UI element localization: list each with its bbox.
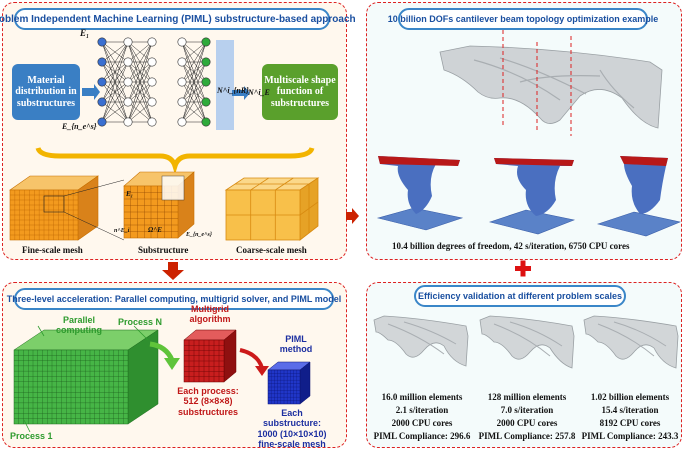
efficiency-title: Efficiency validation at different probl… [414, 285, 626, 307]
nn-node [123, 37, 133, 47]
case-2-cores: 2000 CPU cores [496, 418, 558, 429]
input-top-label: E₁ [80, 28, 90, 38]
cross-section-3 [596, 156, 682, 237]
arrow-icon [164, 358, 180, 370]
process-1-label: Process 1 [10, 431, 53, 441]
nn-node [97, 57, 107, 67]
nn-node [97, 37, 107, 47]
case-2-elements: 128 million elements [487, 392, 567, 402]
beam-render-medium [479, 315, 575, 369]
beam-render-large [583, 315, 679, 369]
acceleration-title: Three-level acceleration: Parallel compu… [7, 288, 341, 310]
case-3-elements: 1.02 billion elements [590, 392, 670, 402]
cross-section-2 [488, 158, 576, 235]
multigrid-label: Multigrid algorithm [189, 304, 231, 325]
output-ne-label: N^i_E [248, 88, 270, 97]
nn-node [123, 57, 133, 67]
sub-e1-label: E₁ [126, 190, 134, 198]
nn-node [147, 117, 157, 127]
nn-node [97, 97, 107, 107]
cantilever-beam-render [439, 45, 663, 129]
sub-ni-label: n^E_i [114, 228, 130, 234]
fine-mesh-label: Fine-scale mesh [22, 245, 83, 255]
nn-node [201, 77, 211, 87]
material-distribution-box: Material distribution in substructures [12, 64, 80, 120]
nn-node [201, 117, 211, 127]
sub-ens-label: E_{n_e^s} [186, 232, 212, 238]
curved-arrow-icon [149, 341, 175, 362]
substructure-cube [123, 171, 195, 239]
case-1-stats: 16.0 million elements 2.1 s/iteration 20… [372, 391, 472, 443]
nn-node [97, 77, 107, 87]
nn-node [201, 37, 211, 47]
case-2-stats: 128 million elements 7.0 s/iteration 200… [477, 391, 577, 443]
nn-node [177, 117, 187, 127]
nn-node [177, 57, 187, 67]
output-band [216, 40, 234, 130]
piml-method-label: PIML method [279, 334, 313, 355]
nn-node [147, 77, 157, 87]
nn-node [147, 97, 157, 107]
nn-node [177, 37, 187, 47]
each-process-label: Each process: 512 (8×8×8) substructures [177, 386, 239, 417]
nn-node [123, 117, 133, 127]
process-n-label: Process N [118, 317, 163, 327]
parallel-grid [13, 329, 159, 425]
shape-function-box: Multiscale shape function of substructur… [262, 64, 338, 120]
nn-node [201, 57, 211, 67]
multigrid-cube [183, 329, 237, 383]
arrow-icon [255, 366, 269, 376]
nn-node [177, 77, 187, 87]
coarse-mesh-label: Coarse-scale mesh [236, 245, 307, 255]
fine-mesh-cube [9, 175, 99, 241]
cross-section-1 [376, 156, 464, 231]
beam-caption: 10.4 billion degrees of freedom, 42 s/it… [392, 241, 630, 251]
nn-node [123, 77, 133, 87]
case-1-time: 2.1 s/iteration [395, 405, 449, 416]
brace-icon [35, 147, 315, 175]
curved-arrow-icon [239, 348, 264, 369]
nn-node [147, 57, 157, 67]
case-2-compliance: PIML Compliance: 257.8 [478, 431, 576, 442]
piml-cube [267, 361, 311, 405]
right-arrow-icon [346, 208, 359, 224]
beam-title: 10 billion DOFs cantilever beam topology… [388, 8, 658, 30]
arrow-icon [232, 86, 250, 100]
nn-node [201, 97, 211, 107]
case-2-time: 7.0 s/iteration [500, 405, 554, 416]
efficiency-panel [366, 282, 682, 448]
nn-node [97, 117, 107, 127]
substructure-label: Substructure [138, 245, 189, 255]
case-3-cores: 8192 CPU cores [599, 418, 661, 429]
parallel-computing-label: Parallel computing [56, 315, 102, 335]
output-n-label: N^i_{nR} [217, 86, 249, 95]
down-arrow-icon [162, 262, 184, 280]
case-1-cores: 2000 CPU cores [391, 418, 453, 429]
input-bottom-label: E_{n_e^s} [62, 122, 97, 131]
nn-node [177, 97, 187, 107]
arrow-icon [82, 84, 100, 100]
case-3-stats: 1.02 billion elements 15.4 s/iteration 8… [580, 391, 680, 443]
nn-node [147, 37, 157, 47]
beam-render-small [373, 315, 469, 367]
sub-omega-label: Ω^E [148, 226, 162, 234]
nn-node [123, 97, 133, 107]
coarse-mesh-cube [224, 177, 320, 241]
case-3-compliance: PIML Compliance: 243.3 [581, 431, 679, 442]
piml-title: Problem Independent Machine Learning (PI… [0, 8, 356, 30]
case-3-time: 15.4 s/iteration [601, 405, 659, 416]
each-substructure-label: Each substructure: 1000 (10×10×10) fine-… [257, 408, 327, 450]
case-1-compliance: PIML Compliance: 296.6 [373, 431, 471, 442]
case-1-elements: 16.0 million elements [381, 392, 463, 402]
